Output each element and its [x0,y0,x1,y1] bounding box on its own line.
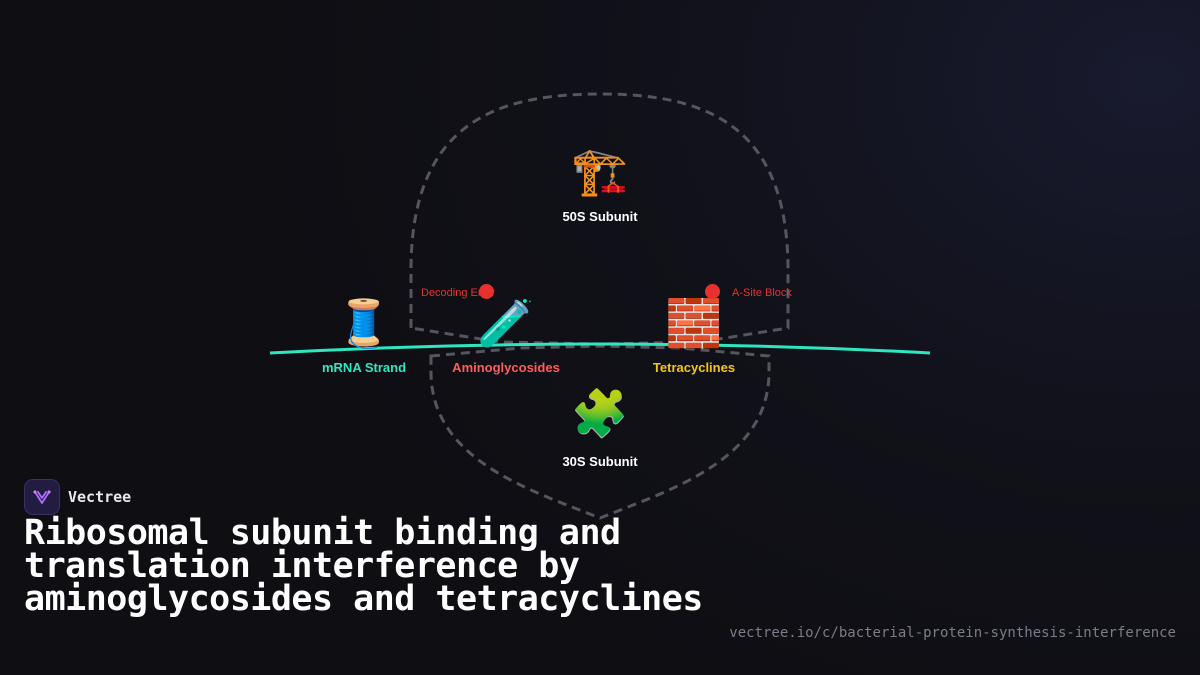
50s-subunit-label: 50S Subunit [562,209,638,224]
vectree-logo-mark [33,490,51,504]
mrna-strand-label: mRNA Strand [321,360,407,375]
a-site-block-marker [705,284,720,299]
brand: Vectree [24,479,131,515]
tetracyclines-label: Tetracyclines [652,360,736,375]
aminoglycosides-label: Aminoglycosides [452,360,560,375]
mrna-strand-line [269,342,931,355]
source-url[interactable]: vectree.io/c/bacterial-protein-synthesis… [729,625,1176,641]
30s-subunit-label: 30S Subunit [562,454,638,469]
decoding-error-marker [479,284,494,299]
brick-wall-icon: 🧱 [665,297,723,349]
brand-name: Vectree [68,488,132,506]
thread-spool-icon: 🧵 [335,297,393,349]
construction-crane-icon: 🏗️ [571,145,629,197]
decoding-error-label: Decoding Error [421,287,495,299]
page-title: Ribosomal subunit binding and translatio… [24,513,703,619]
vectree-logo-icon [24,479,60,515]
test-tube-icon: 🧪 [477,297,535,349]
a-site-block-label: A-Site Block [732,287,792,299]
50s-subunit-outline [409,92,790,346]
puzzle-piece-icon: 🧩 [571,387,629,439]
